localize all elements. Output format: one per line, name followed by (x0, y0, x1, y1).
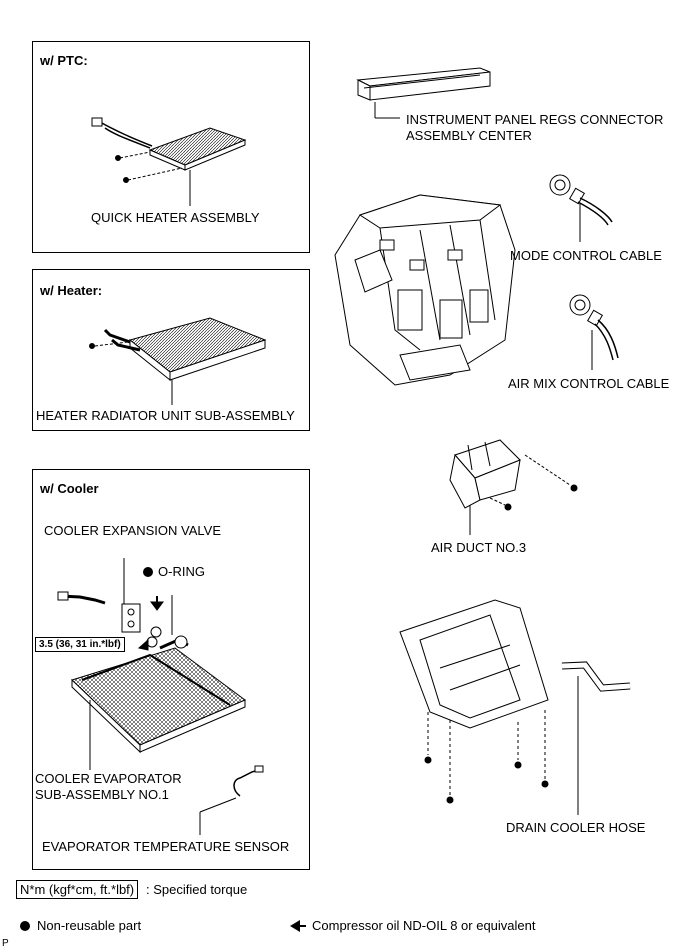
torque-spec: 3.5 (36, 31 in.*lbf) (35, 637, 125, 652)
footer-mark: P (2, 938, 9, 949)
evaporator-label-line1: COOLER EVAPORATOR (35, 771, 182, 786)
ptc-panel (32, 41, 310, 253)
mode-cable-drawing (549, 174, 613, 242)
air-duct-drawing (449, 439, 578, 535)
cooler-header: w/ Cooler (40, 481, 99, 496)
o-ring-dot (143, 567, 153, 577)
air-mix-cable-drawing (569, 294, 619, 370)
torque-desc-legend: : Specified torque (146, 882, 248, 897)
regs-connector-label-line1: INSTRUMENT PANEL REGS CONNECTOR (406, 112, 664, 127)
o-ring-label: O-RING (158, 564, 205, 579)
compressor-oil-legend: Compressor oil ND-OIL 8 or equivalent (312, 918, 536, 933)
drain-hose-label: DRAIN COOLER HOSE (506, 820, 646, 835)
drain-hose-drawing (561, 661, 631, 815)
regs-connector-label-line2: ASSEMBLY CENTER (406, 128, 532, 143)
quick-heater-label: QUICK HEATER ASSEMBLY (91, 210, 260, 225)
quick-heater-assembly-drawing (91, 117, 247, 206)
heater-radiator-label: HEATER RADIATOR UNIT SUB-ASSEMBLY (36, 408, 295, 423)
cooler-parts-drawing (57, 558, 264, 835)
evaporator-label-line2: SUB-ASSEMBLY NO.1 (35, 787, 169, 802)
drain-pan-drawing (399, 599, 549, 804)
air-duct-label: AIR DUCT NO.3 (431, 540, 527, 555)
mode-cable-label: MODE CONTROL CABLE (510, 248, 662, 263)
torque-format-legend: N*m (kgf*cm, ft.*lbf) (16, 880, 139, 899)
air-mix-cable-label: AIR MIX CONTROL CABLE (508, 376, 670, 391)
oil-arrow-icon (290, 920, 300, 932)
hvac-case-drawing (334, 194, 516, 386)
heater-radiator-drawing (89, 317, 267, 405)
evap-sensor-label: EVAPORATOR TEMPERATURE SENSOR (42, 839, 290, 854)
nonreusable-dot (20, 921, 30, 931)
expansion-valve-label: COOLER EXPANSION VALVE (44, 523, 221, 538)
nonreusable-legend: Non-reusable part (37, 918, 142, 933)
regs-connector-drawing (356, 67, 491, 119)
heater-panel (32, 269, 310, 431)
heater-header: w/ Heater: (40, 283, 103, 298)
ptc-header: w/ PTC: (40, 53, 88, 68)
cooler-panel (32, 469, 310, 870)
